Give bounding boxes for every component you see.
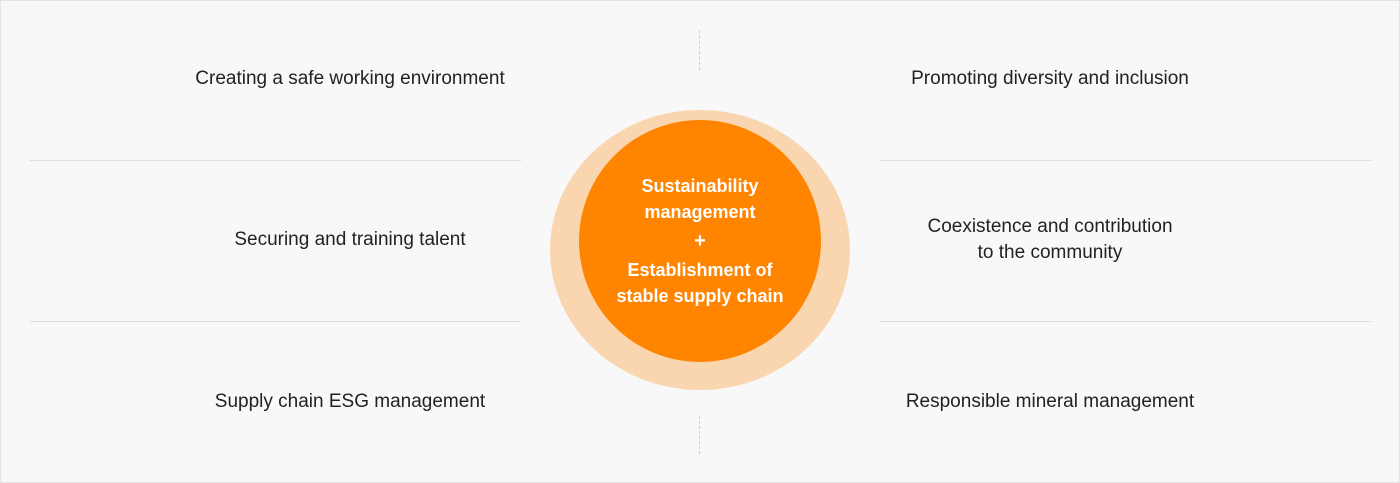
right-divider-1 bbox=[880, 160, 1371, 161]
left-item-supply-chain-esg: Supply chain ESG management bbox=[214, 391, 486, 412]
bottom-dashed-connector bbox=[699, 416, 700, 454]
center-label: Sustainability management + Establishmen… bbox=[579, 120, 821, 362]
center-plus-sign: + bbox=[694, 230, 706, 252]
left-divider-1 bbox=[30, 160, 521, 161]
right-item-diversity-inclusion: Promoting diversity and inclusion bbox=[911, 68, 1189, 89]
left-divider-2 bbox=[30, 321, 521, 322]
inner-core-circle bbox=[579, 120, 821, 362]
top-dashed-connector bbox=[699, 30, 700, 70]
left-item-securing-talent: Securing and training talent bbox=[234, 229, 466, 250]
left-item-safe-working-environment: Creating a safe working environment bbox=[195, 68, 505, 89]
center-label-sustainability: Sustainability management bbox=[641, 176, 759, 222]
right-divider-2 bbox=[880, 321, 1371, 322]
center-label-supply-chain: Establishment of stable supply chain bbox=[616, 260, 784, 306]
right-item-community-contribution: Coexistence and contribution to the comm… bbox=[927, 216, 1173, 263]
right-item-responsible-mineral: Responsible mineral management bbox=[905, 391, 1195, 412]
